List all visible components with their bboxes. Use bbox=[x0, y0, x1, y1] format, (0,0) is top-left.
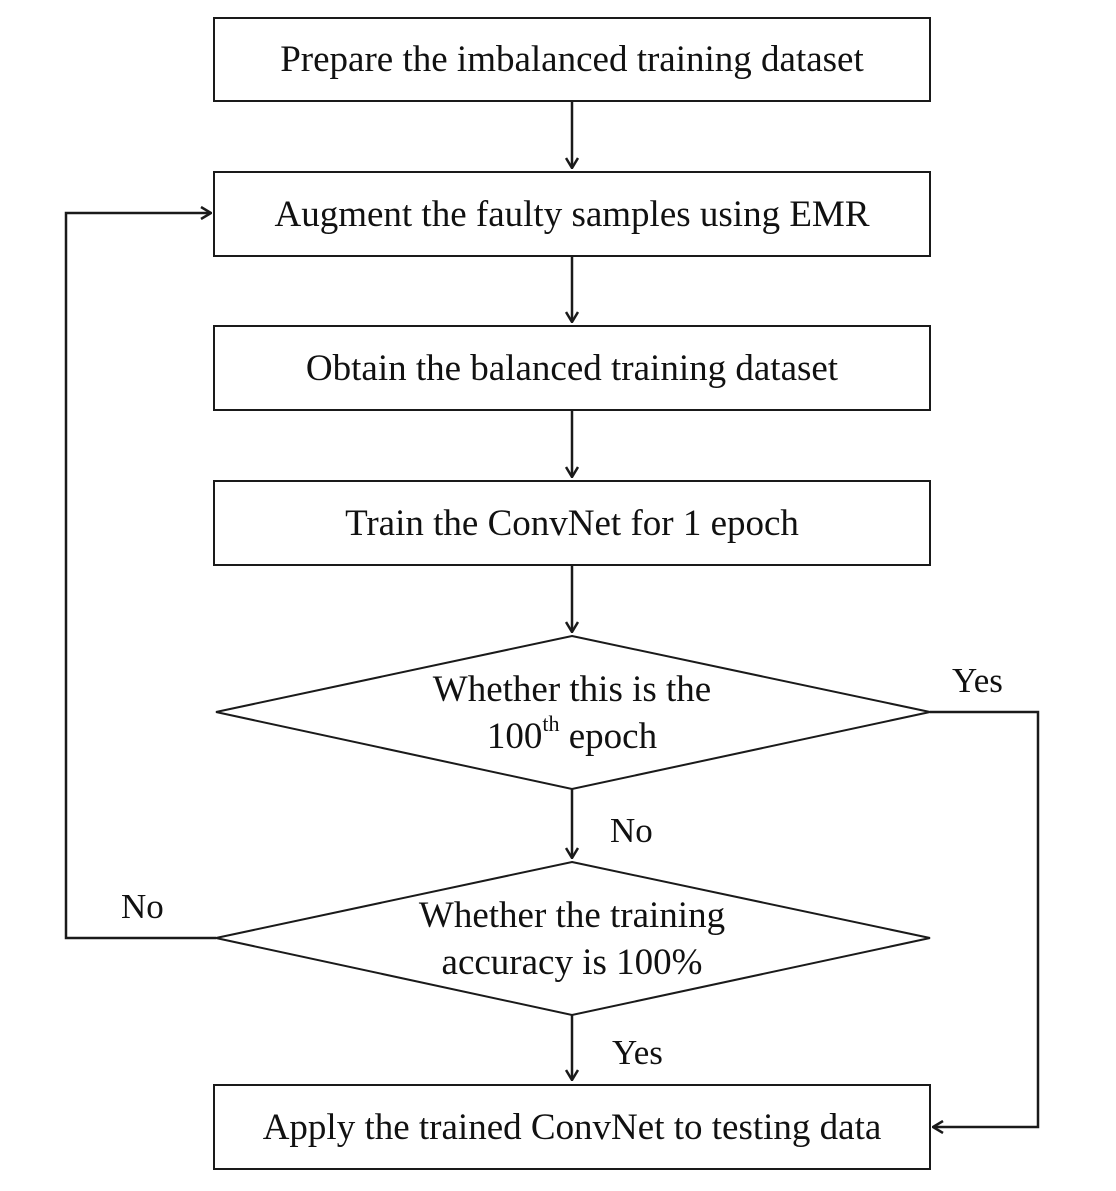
step-augment-box: Augment the faulty samples using EMR bbox=[213, 171, 931, 257]
epoch-decision-number: 100 bbox=[486, 716, 543, 757]
step-train-box: Train the ConvNet for 1 epoch bbox=[213, 480, 931, 566]
edge-label-epoch-yes: Yes bbox=[952, 661, 1003, 700]
step-obtain-box: Obtain the balanced training dataset bbox=[213, 325, 931, 411]
step-prepare-box: Prepare the imbalanced training dataset bbox=[213, 17, 931, 102]
step-apply-label: Apply the trained ConvNet to testing dat… bbox=[262, 1106, 882, 1148]
epoch-decision-rest: epoch bbox=[559, 716, 658, 757]
accuracy-decision-line1: Whether the training bbox=[418, 895, 726, 936]
step-apply-box: Apply the trained ConvNet to testing dat… bbox=[213, 1084, 931, 1170]
edge-label-epoch-no: No bbox=[610, 811, 653, 850]
accuracy-decision-line2: accuracy is 100% bbox=[441, 942, 703, 983]
epoch-decision-line1: Whether this is the bbox=[432, 669, 712, 710]
step-train-label: Train the ConvNet for 1 epoch bbox=[345, 502, 799, 544]
epoch-decision-line2: 100th epoch bbox=[372, 710, 772, 760]
accuracy-decision-text: Whether the training accuracy is 100% bbox=[372, 892, 772, 986]
epoch-decision-ordinal: th bbox=[542, 710, 560, 736]
arrow-epoch-yes-to-apply bbox=[930, 710, 1040, 1127]
edge-label-accuracy-no: No bbox=[121, 887, 164, 926]
edge-label-accuracy-yes: Yes bbox=[612, 1033, 663, 1072]
arrow-accuracy-no-loop-to-augment bbox=[64, 213, 216, 940]
epoch-decision-text: Whether this is the 100th epoch bbox=[372, 666, 772, 760]
step-obtain-label: Obtain the balanced training dataset bbox=[305, 347, 839, 389]
step-prepare-label: Prepare the imbalanced training dataset bbox=[280, 39, 864, 80]
step-augment-label: Augment the faulty samples using EMR bbox=[274, 193, 870, 235]
